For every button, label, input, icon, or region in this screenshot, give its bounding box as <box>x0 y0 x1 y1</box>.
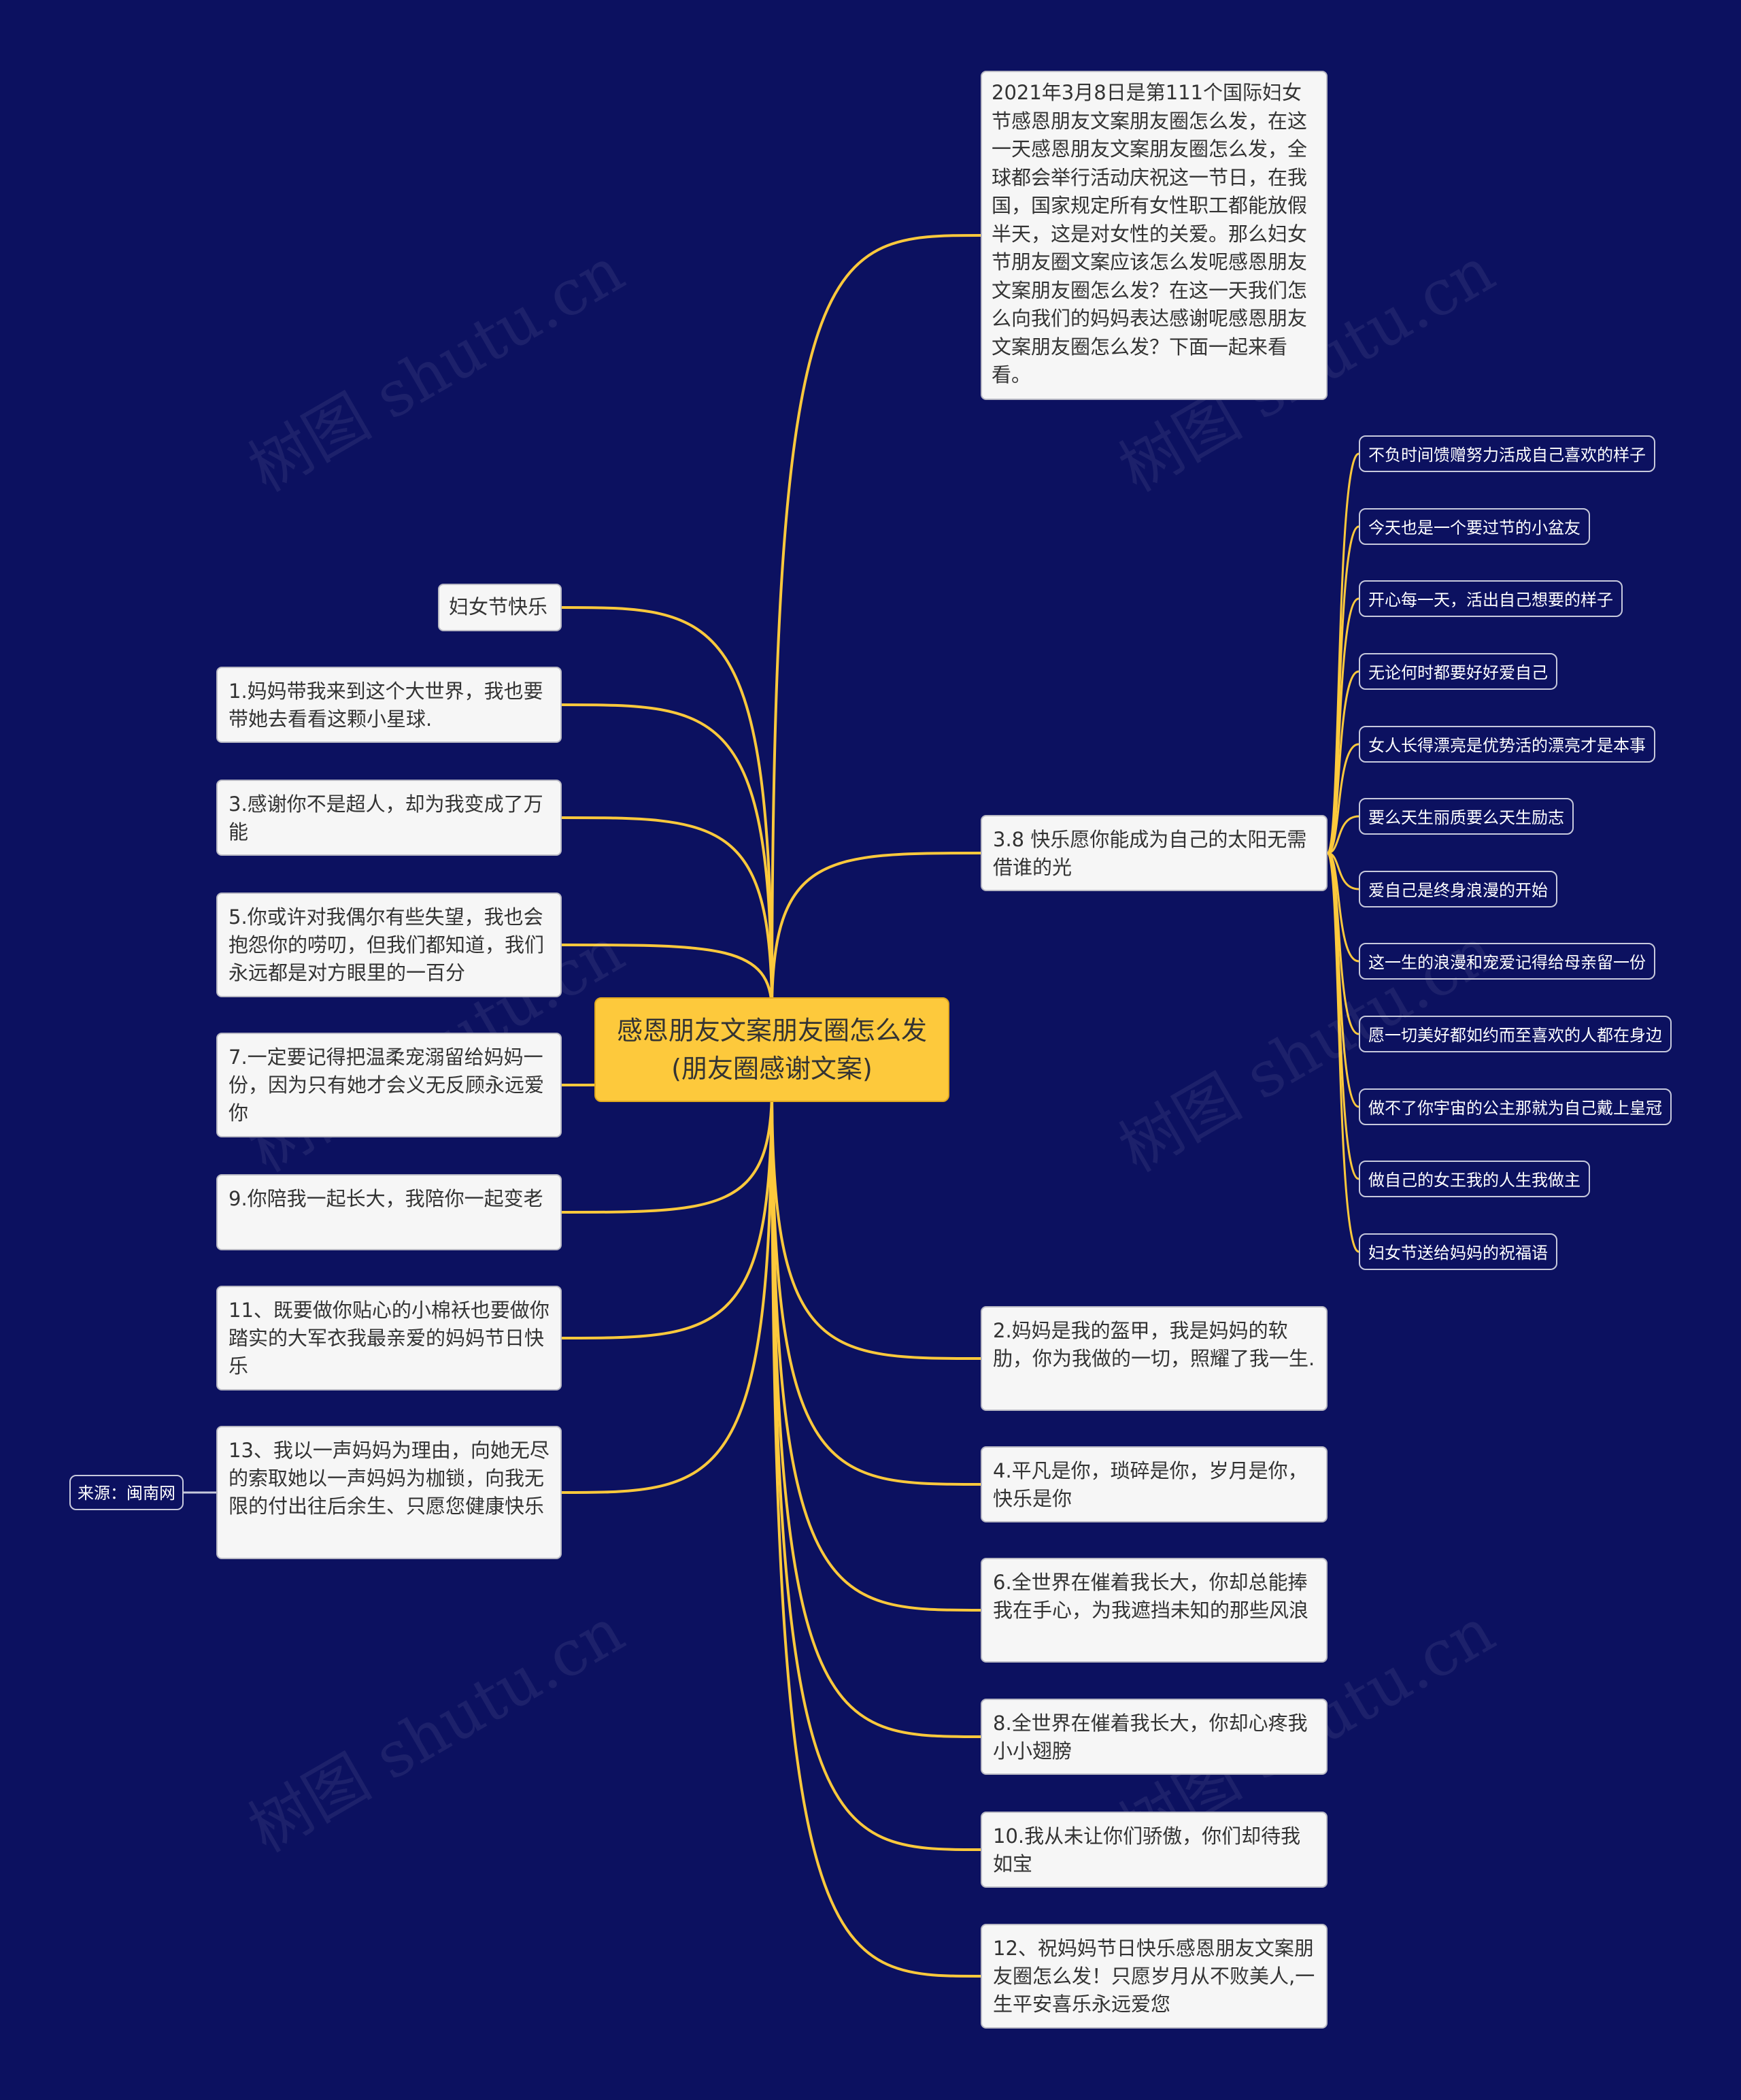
leaf-node[interactable]: 爱自己是终身浪漫的开始 <box>1359 871 1557 907</box>
branch-node[interactable]: 妇女节快乐 <box>438 584 562 631</box>
connector <box>1326 670 1359 854</box>
connector <box>1326 452 1359 854</box>
branch-node[interactable]: 1.妈妈带我来到这个大世界，我也要带她去看看这颗小星球. <box>216 667 562 743</box>
branch-node[interactable]: 10.我从未让你们骄傲，你们却待我如宝 <box>981 1812 1328 1888</box>
branch-node[interactable]: 8.全世界在催着我长大，你却心疼我小小翅膀 <box>981 1699 1328 1775</box>
sun-node[interactable]: 3.8 快乐愿你能成为自己的太阳无需借谁的光 <box>981 815 1328 891</box>
connector <box>561 703 773 1012</box>
connector <box>771 1088 981 1486</box>
leaf-node[interactable]: 女人长得漂亮是优势活的漂亮才是本事 <box>1359 726 1655 763</box>
connector <box>561 1088 773 1339</box>
connector <box>771 1088 981 1738</box>
connector <box>771 1088 981 1612</box>
branch-node[interactable]: 7.一定要记得把温柔宠溺留给妈妈一份，因为只有她才会义无反顾永远爱你 <box>216 1033 562 1137</box>
leaf-node[interactable]: 无论何时都要好好爱自己 <box>1359 653 1557 690</box>
branch-node[interactable]: 9.你陪我一起长大，我陪你一起变老 <box>216 1174 562 1250</box>
connector <box>771 852 981 1012</box>
connector <box>1326 852 1359 1253</box>
leaf-node[interactable]: 愿一切美好都如约而至喜欢的人都在身边 <box>1359 1016 1672 1052</box>
connector <box>771 1088 981 1360</box>
leaf-node[interactable]: 要么天生丽质要么天生励志 <box>1359 798 1574 835</box>
source-label: 来源：闽南网 <box>69 1475 184 1510</box>
leaf-node[interactable]: 这一生的浪漫和宠爱记得给母亲留一份 <box>1359 943 1655 980</box>
connector <box>561 816 773 1012</box>
branch-node[interactable]: 3.感谢你不是超人，却为我变成了万能 <box>216 780 562 856</box>
root-topic[interactable]: 感恩朋友文案朋友圈怎么发(朋友圈感谢文案) <box>594 997 949 1102</box>
leaf-node[interactable]: 开心每一天，活出自己想要的样子 <box>1359 580 1623 617</box>
branch-node[interactable]: 6.全世界在催着我长大，你却总能捧我在手心，为我遮挡未知的那些风浪 <box>981 1558 1328 1663</box>
connector <box>561 1088 773 1214</box>
connector <box>561 606 773 1012</box>
connector <box>1327 743 1359 854</box>
connector <box>561 1088 773 1494</box>
intro-node[interactable]: 2021年3月8日是第111个国际妇女节感恩朋友文案朋友圈怎么发，在这一天感恩朋… <box>981 71 1328 400</box>
branch-node[interactable]: 5.你或许对我偶尔有些失望，我也会抱怨你的唠叨，但我们都知道，我们永远都是对方眼… <box>216 893 562 997</box>
branch-node[interactable]: 13、我以一声妈妈为理由，向她无尽的索取她以一声妈妈为枷锁，向我无限的付出往后余… <box>216 1426 562 1559</box>
connector <box>1327 852 1359 890</box>
branch-node[interactable]: 2.妈妈是我的盔甲，我是妈妈的软肋，你为我做的一切，照耀了我一生. <box>981 1306 1328 1411</box>
branch-node[interactable]: 4.平凡是你，琐碎是你，岁月是你，快乐是你 <box>981 1446 1328 1522</box>
connector <box>1327 815 1359 854</box>
connector <box>771 1088 981 1978</box>
leaf-node[interactable]: 今天也是一个要过节的小盆友 <box>1359 508 1590 545</box>
leaf-node[interactable]: 妇女节送给妈妈的祝福语 <box>1359 1233 1557 1270</box>
connector <box>771 234 981 1012</box>
leaf-node[interactable]: 做不了你宇宙的公主那就为自己戴上皇冠 <box>1359 1088 1672 1125</box>
branch-node[interactable]: 12、祝妈妈节日快乐感恩朋友文案朋友圈怎么发！只愿岁月从不败美人,一生平安喜乐永… <box>981 1924 1328 2029</box>
leaf-node[interactable]: 做自己的女王我的人生我做主 <box>1359 1161 1590 1197</box>
leaf-node[interactable]: 不负时间馈赠努力活成自己喜欢的样子 <box>1359 435 1655 472</box>
branch-node[interactable]: 11、既要做你贴心的小棉袄也要做你踏实的大军衣我最亲爱的妈妈节日快乐 <box>216 1286 562 1390</box>
connector <box>561 944 773 1012</box>
